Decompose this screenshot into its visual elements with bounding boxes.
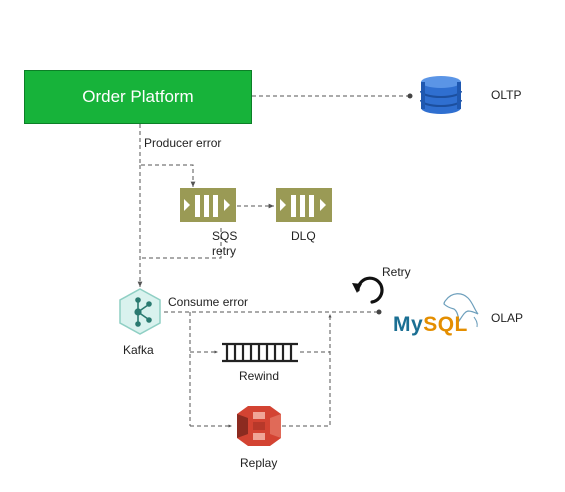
oltp-label: OLTP	[491, 88, 522, 102]
order-platform-label: Order Platform	[82, 87, 194, 106]
dolphin-icon	[443, 293, 479, 328]
connectors	[137, 95, 408, 428]
ladder-icon	[222, 342, 298, 363]
dlq-queue-icon	[276, 188, 332, 222]
retry-label: Retry	[382, 265, 411, 279]
s3-bucket-icon	[237, 406, 281, 446]
producer-error-label: Producer error	[144, 136, 222, 150]
kafka-icon	[119, 288, 161, 335]
queue-icon	[180, 188, 236, 222]
oltp-connector-dot	[407, 93, 413, 99]
edge-sqs-to-kafka	[140, 228, 222, 259]
sqs-retry-label-line2: retry	[212, 244, 236, 258]
retry-arrow-icon	[352, 276, 384, 304]
rewind-label: Rewind	[239, 369, 280, 383]
mysql-logo-sql: SQL	[423, 313, 468, 336]
kafka-label: Kafka	[123, 343, 154, 357]
olap-label: OLAP	[491, 311, 524, 325]
order-platform-box: Order Platform	[24, 70, 252, 124]
dlq-label: DLQ	[291, 229, 316, 243]
edge-producer-error-to-sqs	[139, 124, 196, 187]
replay-label: Replay	[240, 456, 278, 470]
olap-connector-dot	[376, 309, 382, 315]
edge-replay-return	[282, 314, 332, 427]
sqs-retry-label-line1: SQS	[212, 229, 238, 243]
mysql-logo: MySQL	[393, 313, 468, 337]
consume-error-label: Consume error	[168, 295, 249, 309]
database-icon	[420, 76, 462, 114]
mysql-logo-my: My	[393, 313, 424, 336]
